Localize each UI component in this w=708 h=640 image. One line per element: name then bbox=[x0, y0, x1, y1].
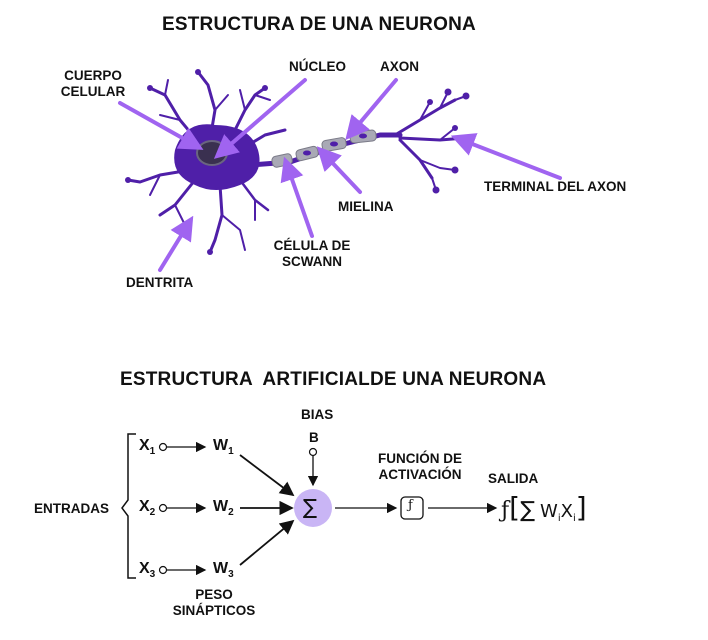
weight-w2: W2 bbox=[213, 498, 234, 519]
sum-symbol: ∑ bbox=[303, 495, 318, 519]
label-axon: AXON bbox=[380, 59, 420, 74]
arrow-cuerpo bbox=[118, 101, 204, 150]
axon-terminal bbox=[393, 98, 457, 137]
axon-terminal bbox=[419, 159, 456, 171]
dendrite bbox=[254, 94, 271, 101]
bias-symbol: B bbox=[309, 430, 319, 445]
weight-link-3 bbox=[239, 519, 295, 566]
bio-title: ESTRUCTURA DE UNA NEURONA bbox=[162, 14, 476, 35]
input-node-2 bbox=[158, 503, 168, 513]
dendrite bbox=[221, 214, 246, 251]
bias-node bbox=[308, 447, 318, 457]
label-bias: BIAS bbox=[301, 407, 334, 422]
input-node-1 bbox=[158, 442, 168, 452]
label-terminal-axon: TERMINAL DEL AXON bbox=[484, 179, 627, 194]
dendrite bbox=[126, 168, 192, 184]
label-funcion-activacion: FUNCIÓN DE ACTIVACIÓN bbox=[378, 451, 462, 482]
artificial-title: ESTRUCTURA ARTIFICIALDE UNA NEURONA bbox=[120, 369, 547, 390]
arrow-nucleo bbox=[213, 78, 307, 159]
formula-close-bracket: ] bbox=[575, 491, 587, 524]
input-x3: X3 bbox=[139, 560, 156, 581]
input-node-3 bbox=[158, 565, 168, 575]
dendrite bbox=[164, 79, 169, 96]
arrow-terminal bbox=[450, 133, 562, 180]
weight-link-1 bbox=[239, 454, 295, 497]
label-peso-sinapticos: PESO SINÁPTICOS bbox=[172, 587, 256, 618]
input-x2: X2 bbox=[139, 498, 156, 519]
dendrite bbox=[208, 183, 224, 254]
activation-symbol: ƒ bbox=[408, 498, 413, 513]
dendrite bbox=[149, 174, 161, 196]
label-entradas: ENTRADAS bbox=[34, 501, 110, 516]
sum-node bbox=[294, 489, 332, 527]
dendrite bbox=[214, 94, 229, 111]
arrow-dentrita bbox=[158, 215, 194, 272]
arrow-mielina bbox=[316, 146, 362, 194]
label-cuerpo-celular: CUERPO CELULAR bbox=[60, 68, 126, 99]
label-celula-schwann: CÉLULA DE SCWANN bbox=[273, 238, 351, 269]
weight-w1: W1 bbox=[213, 437, 234, 458]
formula-x: X bbox=[560, 501, 573, 522]
label-dentrita: DENTRITA bbox=[126, 275, 194, 290]
arrow-schwann bbox=[280, 156, 314, 238]
output-formula: ƒ[∑ WiXi] bbox=[501, 491, 587, 525]
formula-open-bracket: [ bbox=[509, 491, 521, 524]
dendrite bbox=[228, 86, 267, 142]
axon-terminal bbox=[419, 101, 431, 121]
activation-box bbox=[400, 496, 424, 520]
input-x1: X1 bbox=[139, 437, 156, 458]
label-mielina: MIELINA bbox=[338, 199, 394, 214]
arrow-axon bbox=[345, 78, 398, 141]
formula-sigma: ∑ bbox=[520, 498, 535, 523]
dendrite bbox=[159, 114, 181, 121]
inputs-brace bbox=[121, 433, 136, 579]
formula-f: ƒ bbox=[501, 498, 510, 523]
formula-w: W bbox=[540, 501, 558, 522]
axon-terminal bbox=[439, 127, 456, 141]
weight-w3: W3 bbox=[213, 560, 234, 581]
label-nucleo: NÚCLEO bbox=[289, 59, 346, 74]
label-salida: SALIDA bbox=[488, 471, 539, 486]
dendrite bbox=[239, 89, 246, 111]
